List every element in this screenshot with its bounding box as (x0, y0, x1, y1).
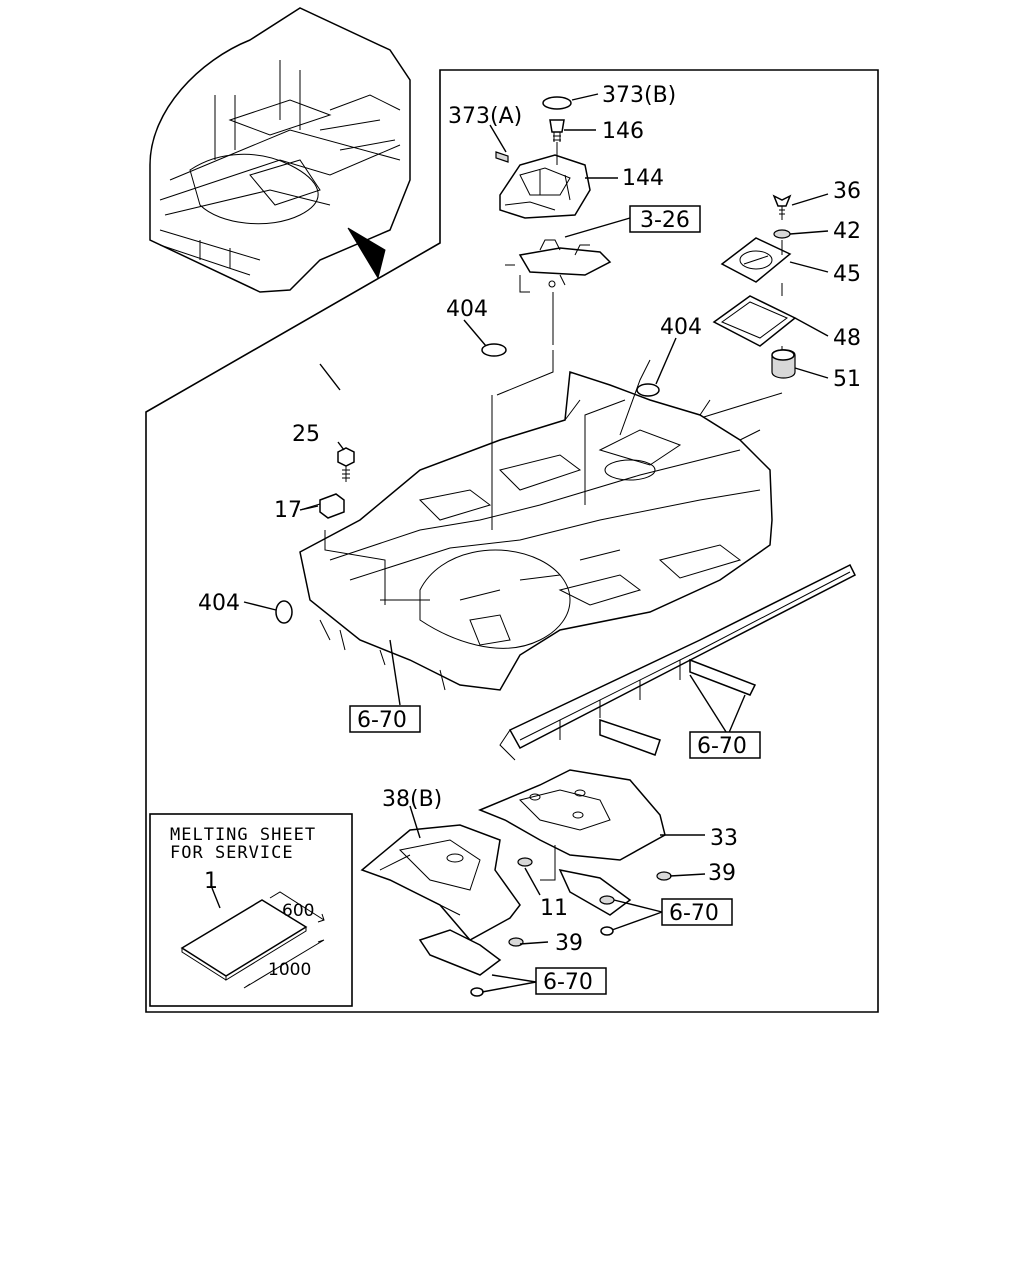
reference-box-6-70-left[interactable]: 6-70 (349, 705, 421, 733)
callout-36: 36 (833, 179, 861, 204)
callout-373a: 373(A) (448, 104, 522, 129)
reference-box-6-70-bottom[interactable]: 6-70 (535, 967, 607, 995)
reference-box-3-26[interactable]: 3-26 (629, 205, 701, 233)
melting-sheet-inset: MELTING SHEET FOR SERVICE 1 600 1000 (149, 813, 353, 1007)
callout-39-right: 39 (708, 861, 736, 886)
reference-box-6-70-right[interactable]: 6-70 (689, 731, 761, 759)
inset-title-line1: MELTING SHEET (170, 825, 316, 845)
callout-38b: 38(B) (382, 787, 442, 812)
callout-144: 144 (622, 166, 664, 191)
svg-text:3-26: 3-26 (640, 208, 690, 233)
leader-lines (243, 93, 829, 993)
callout-25: 25 (292, 422, 320, 447)
dim-600: 600 (282, 901, 314, 921)
cab-overview-illustration (149, 7, 411, 293)
callout-39-lower: 39 (555, 931, 583, 956)
callout-45: 45 (833, 262, 861, 287)
callout-146: 146 (602, 119, 644, 144)
callout-48: 48 (833, 326, 861, 351)
bolt-25-bracket-17 (299, 447, 355, 519)
plug-404-marks (275, 343, 660, 624)
svg-text:6-70: 6-70 (543, 970, 593, 995)
cab-floor-panel (299, 359, 773, 691)
floor-side-member (499, 563, 857, 761)
callout-404-right: 404 (660, 315, 702, 340)
callout-33: 33 (710, 826, 738, 851)
svg-text:6-70: 6-70 (669, 901, 719, 926)
callout-373b: 373(B) (602, 83, 676, 108)
callout-17: 17 (274, 498, 302, 523)
svg-text:6-70: 6-70 (697, 734, 747, 759)
callout-51: 51 (833, 367, 861, 392)
inset-title-line2: FOR SERVICE (170, 843, 294, 863)
callout-404-left: 404 (198, 591, 240, 616)
dim-1000: 1000 (268, 960, 311, 980)
callout-11: 11 (540, 896, 568, 921)
diagram-frame (145, 69, 879, 1013)
callout-42: 42 (833, 219, 861, 244)
svg-text:6-70: 6-70 (357, 708, 407, 733)
callout-404-center: 404 (446, 297, 488, 322)
reference-box-6-70-insulator[interactable]: 6-70 (661, 898, 733, 926)
shift-lever-housing (495, 96, 612, 396)
inspection-cover-assembly (654, 194, 797, 470)
callout-1: 1 (204, 869, 218, 894)
